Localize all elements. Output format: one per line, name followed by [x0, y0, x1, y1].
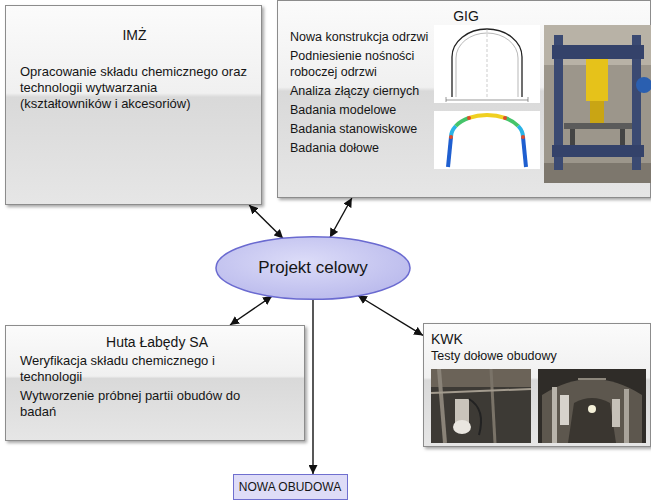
- test-rig-photo-part: [564, 123, 632, 129]
- mine-photo-part: [538, 369, 646, 443]
- partner-box: GIG Nowa konstrukcja odrzwiPodniesienie n…: [277, 0, 651, 198]
- project-ellipse: Projekt celowy: [215, 236, 411, 300]
- link-arrow: [312, 299, 313, 474]
- test-rig-photo-part: [552, 145, 644, 157]
- box-heading: IMŻ: [20, 26, 249, 44]
- project-label: Projekt celowy: [258, 258, 368, 278]
- arch-drawing-part: [528, 97, 529, 102]
- arch-model-part: [523, 137, 526, 167]
- box-heading: Huta Łabędy SA: [20, 333, 294, 351]
- task-text: Wytworzenie próbnej partii obudów do bad…: [20, 388, 270, 420]
- mine-photo-part: [431, 369, 531, 443]
- arch-drawing-part: [446, 100, 528, 101]
- arch-model-part: [505, 118, 518, 126]
- arch-model-part: [449, 135, 453, 139]
- partner-box: IMŻ Opracowanie składu chemicznego oraz t…: [5, 5, 262, 205]
- arch-drawing-part: [434, 25, 540, 103]
- mine-photo-part: [578, 378, 606, 380]
- mine-photo: [431, 369, 531, 443]
- arch-drawing: [434, 25, 540, 103]
- mine-photo-part: [453, 420, 471, 434]
- link-arrow: [358, 295, 423, 335]
- mine-photo-part: [491, 369, 495, 443]
- box-heading: GIG: [290, 7, 642, 25]
- box-heading: KWK: [431, 330, 644, 348]
- test-rig-photo-part: [590, 101, 604, 123]
- task-text: Testy dołowe obudowy: [431, 348, 644, 364]
- task-text: Badania modelowe: [290, 102, 430, 118]
- arch-model-part: [521, 135, 525, 139]
- test-rig-photo-part: [552, 45, 644, 59]
- mine-photo-part: [431, 389, 531, 393]
- test-rig-photo-part: [620, 129, 625, 145]
- arch-model-part: [456, 118, 469, 126]
- mine-photo-part: [439, 369, 445, 443]
- arch-model-part: [503, 116, 507, 120]
- arch-model-part: [469, 115, 487, 118]
- link-arrow: [249, 205, 283, 239]
- task-text: Opracowanie składu chemicznego oraz tech…: [20, 64, 249, 112]
- mine-photo-part: [552, 387, 557, 443]
- link-arrow: [330, 198, 352, 237]
- task-text: Nowa konstrukcja odrzwi: [290, 29, 430, 45]
- arch-model-part: [434, 111, 540, 169]
- arch-drawing-part: [487, 29, 488, 97]
- mine-photo-part: [469, 399, 481, 435]
- task-text: Weryfikacja składu chemicznego i technol…: [20, 353, 270, 385]
- task-text: Badania stanowiskowe: [290, 121, 430, 137]
- arch-model-part: [448, 137, 451, 167]
- test-rig-photo-part: [636, 77, 651, 93]
- arch-drawing-part: [446, 97, 447, 102]
- test-rig-photo-part: [544, 25, 651, 183]
- arch-model: [434, 111, 540, 169]
- mine-photo-part: [624, 389, 629, 443]
- mine-photo-part: [542, 379, 642, 443]
- partner-box: Huta Łabędy SA Weryfikacja składu chemicz…: [5, 325, 305, 441]
- mine-photo-part: [588, 405, 596, 413]
- mine-photo: [538, 369, 646, 443]
- result-box: NOWA OBUDOWA: [233, 474, 348, 500]
- link-arrow: [230, 296, 272, 325]
- partner-box: KWKTesty dołowe obudowy: [423, 323, 651, 447]
- task-text: Badania dołowe: [290, 140, 430, 156]
- task-text: Analiza złączy ciernych: [290, 83, 430, 99]
- mine-photo-part: [431, 369, 531, 387]
- test-rig-photo-part: [570, 129, 575, 145]
- task-text: Podniesienie nośności roboczej odrzwi: [290, 48, 430, 80]
- arch-model-part: [467, 116, 471, 120]
- mine-photo-part: [560, 395, 569, 425]
- test-rig-photo-part: [586, 59, 608, 101]
- result-label: NOWA OBUDOWA: [239, 480, 341, 494]
- arch-model-part: [487, 115, 505, 118]
- ellipse-shape: [216, 237, 410, 300]
- test-rig-photo: [544, 25, 651, 183]
- mine-photo-part: [568, 398, 616, 443]
- mine-photo-part: [612, 399, 620, 427]
- arch-drawing-part: [452, 29, 522, 97]
